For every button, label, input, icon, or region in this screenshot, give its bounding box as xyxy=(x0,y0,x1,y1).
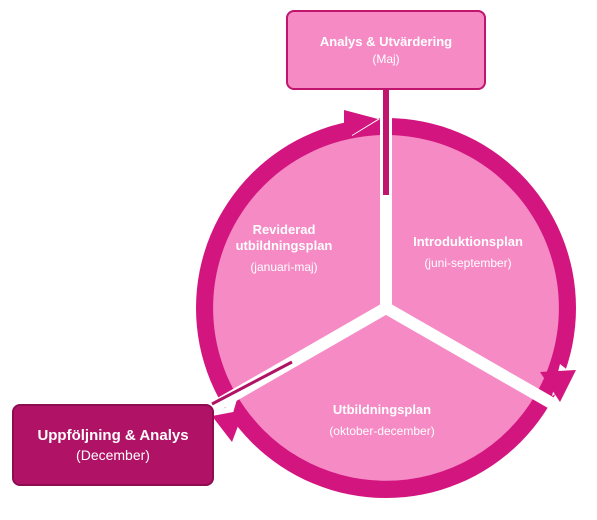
followup-analysis-subtitle: (December) xyxy=(76,447,150,463)
revised-subtitle: (januari-maj) xyxy=(250,260,318,274)
arrow-head-right xyxy=(540,370,576,402)
followup-analysis-box: Uppföljning & Analys (December) xyxy=(12,404,214,486)
connector-top xyxy=(383,90,389,195)
followup-analysis-title: Uppföljning & Analys xyxy=(37,427,189,444)
revised-title-line2: utbildningsplan xyxy=(235,238,333,253)
segment-label-education: Utbildningsplan (oktober-december) xyxy=(312,402,452,438)
connector-left xyxy=(211,360,293,406)
arrow-head-top xyxy=(344,110,378,140)
intro-title: Introduktionsplan xyxy=(413,234,523,249)
arrow-head-left xyxy=(212,410,244,442)
analysis-evaluation-subtitle: (Maj) xyxy=(372,52,400,66)
segment-label-revised: Reviderad utbildningsplan (januari-maj) xyxy=(224,222,344,274)
intro-subtitle: (juni-september) xyxy=(424,256,512,270)
revised-title-line1: Reviderad xyxy=(252,222,316,237)
analysis-evaluation-box: Analys & Utvärdering (Maj) xyxy=(286,10,486,90)
education-title: Utbildningsplan xyxy=(332,402,432,417)
education-subtitle: (oktober-december) xyxy=(329,424,435,438)
analysis-evaluation-title: Analys & Utvärdering xyxy=(319,34,453,49)
segment-label-intro: Introduktionsplan (juni-september) xyxy=(398,234,538,270)
